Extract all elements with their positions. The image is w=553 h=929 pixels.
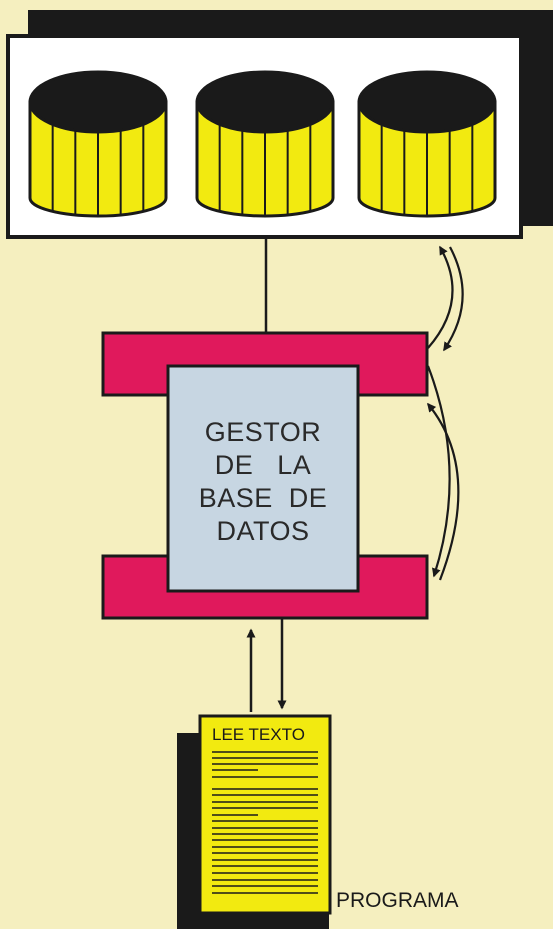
manager-label-line-1: GESTOR — [204, 417, 322, 447]
program-caption: PROGRAMA — [336, 889, 459, 912]
disk-cylinder-icon — [28, 70, 168, 218]
manager-label-line-2: DE LA — [214, 450, 312, 480]
manager-label-line-4: DATOS — [216, 516, 310, 546]
manager-label-line-3: BASE DE — [198, 483, 328, 513]
curved-arrow-storage-manager-b — [443, 246, 464, 352]
disk-group — [28, 70, 497, 218]
curved-arrow-connectors-a — [426, 365, 451, 578]
document-title: LEE TEXTO — [212, 725, 305, 744]
document-text-lines — [212, 751, 318, 894]
curved-arrow-connectors-b — [427, 402, 460, 581]
manager-box-inner — [166, 364, 360, 593]
disk-cylinder-icon — [195, 70, 335, 218]
manager-label: GESTOR DE LA BASE DE DATOS — [168, 416, 358, 548]
disk-cylinder-icon — [357, 70, 497, 218]
curved-arrow-storage-manager-a — [427, 245, 454, 349]
